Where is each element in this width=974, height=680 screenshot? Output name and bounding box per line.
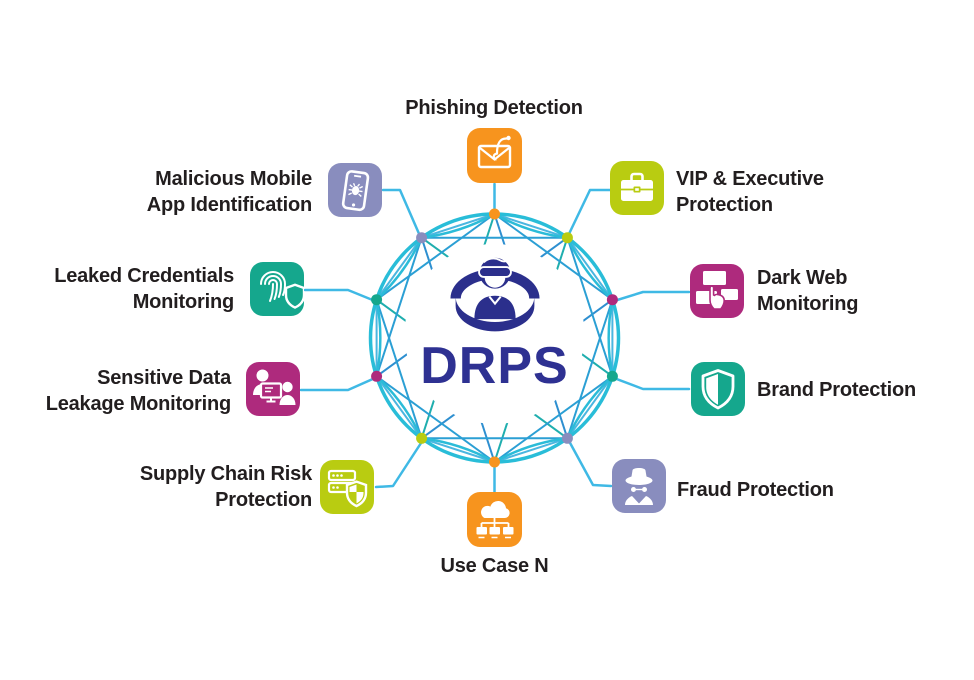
node-dot (416, 232, 428, 244)
drps-title: DRPS (420, 337, 569, 395)
connector-lines (299, 182, 691, 494)
vip-executive-label: VIP & Executive Protection (676, 168, 824, 216)
node-dot (489, 208, 500, 220)
lens-arcs (375, 212, 614, 464)
inner-chords-medium (375, 213, 614, 463)
sensitive-data-leakage-label: Sensitive Data Leakage Monitoring (45, 367, 232, 415)
envelope-hook-icon (477, 135, 512, 169)
sensitive-data-leakage-tile (246, 362, 300, 416)
fraud-protection-label: Fraud Protection (677, 479, 834, 501)
node-dots (371, 208, 618, 468)
supply-chain-risk-label: Supply Chain Risk Protection (139, 463, 312, 511)
people-monitor-icon (253, 369, 296, 405)
supply-chain-risk-tile (320, 460, 374, 514)
malicious-mobile-app-tile (328, 163, 382, 217)
node-dot (606, 370, 618, 382)
node-dot (416, 432, 428, 444)
use-case-n-tile (467, 492, 522, 547)
cloud-network-icon (476, 500, 514, 539)
node-dot (371, 370, 383, 382)
fingerprint-shield-icon (260, 271, 304, 309)
node-dot (561, 232, 573, 244)
mobile-bug-icon (341, 170, 370, 212)
server-shield-icon (327, 469, 368, 508)
rim-chords (375, 213, 614, 463)
hub-backdrop (404, 244, 585, 424)
malicious-mobile-app-label: Malicious Mobile App Identification (146, 168, 312, 216)
spy-icon (625, 468, 653, 505)
leaked-credentials-label: Leaked Credentials Monitoring (54, 265, 234, 313)
vip-executive-tile (610, 161, 664, 215)
use-case-n-label: Use Case N (440, 555, 549, 577)
dark-web-monitoring-tile (690, 264, 744, 318)
brand-protection-label: Brand Protection (757, 379, 917, 401)
node-dot (606, 294, 618, 306)
fraud-protection-tile (612, 459, 666, 513)
shield-icon (701, 369, 735, 410)
brand-protection-tile (691, 362, 745, 416)
phishing-detection-tile (467, 128, 522, 183)
leaked-credentials-tile (250, 262, 304, 316)
briefcase-icon (621, 172, 653, 201)
windows-hand-icon (696, 271, 738, 310)
vr-person-cylinder-icon (448, 246, 542, 341)
phishing-detection-label: Phishing Detection (405, 97, 583, 119)
node-dot (561, 432, 573, 444)
node-dot (489, 456, 500, 468)
node-dot (371, 294, 383, 306)
dark-web-monitoring-label: Dark Web Monitoring (757, 267, 859, 315)
